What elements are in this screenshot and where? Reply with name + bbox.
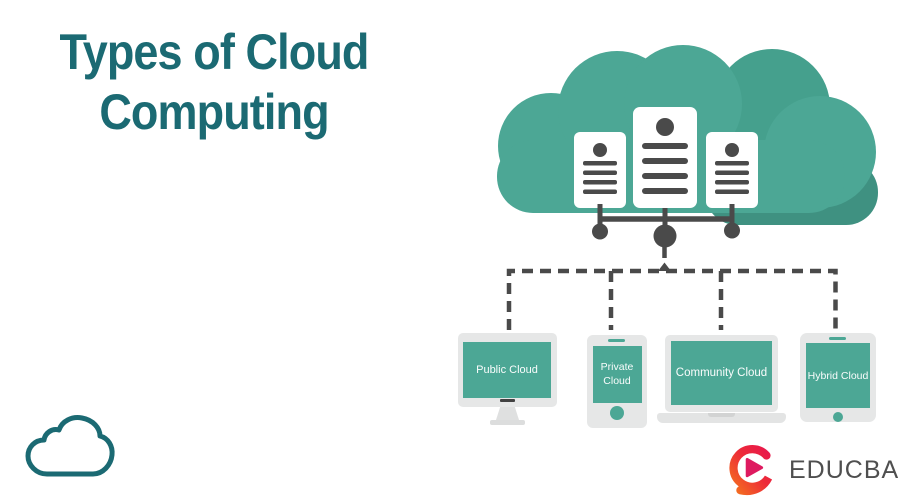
page-title: Types of Cloud Computing (47, 22, 382, 142)
page-title-line1: Types of Cloud (59, 24, 369, 80)
educba-logo: EDUCBA (724, 443, 899, 497)
phone-screen: Private Cloud (592, 346, 642, 403)
monitor-stand (496, 407, 519, 420)
device-label: Public Cloud (476, 364, 538, 376)
laptop-trackpad-notch (708, 413, 735, 417)
server-icon-center (633, 107, 697, 208)
monitor-power-notch (500, 399, 515, 402)
brand-name: EDUCBA (789, 455, 900, 484)
device-laptop-community-cloud: Community Cloud (657, 335, 786, 423)
page-title-line2: Computing (99, 84, 329, 140)
device-label: Hybrid Cloud (807, 369, 869, 382)
tablet-screen: Hybrid Cloud (806, 343, 870, 408)
device-smartphone-private-cloud: Private Cloud (587, 335, 647, 428)
phone-speaker (608, 339, 625, 342)
device-tablet-hybrid-cloud: Hybrid Cloud (800, 333, 876, 422)
device-desktop-public-cloud: Public Cloud (458, 333, 557, 425)
laptop-base (657, 413, 786, 423)
tablet-camera-bar (829, 337, 846, 340)
server-icon-left (574, 132, 626, 208)
play-button-swirl-icon (729, 445, 773, 496)
phone-home-button (610, 406, 624, 420)
device-label: Private Cloud (600, 361, 634, 387)
monitor-screen: Public Cloud (463, 342, 551, 398)
tablet-home-button (833, 412, 843, 422)
laptop-screen: Community Cloud (671, 341, 772, 405)
server-icon-right (706, 132, 758, 208)
monitor-base (490, 420, 525, 425)
cloud-outline-icon (25, 415, 115, 477)
device-label: Community Cloud (675, 367, 768, 379)
laptop-lid: Community Cloud (665, 335, 778, 412)
network-hub-connector (592, 204, 740, 248)
dashed-connector-lines (506, 247, 838, 330)
